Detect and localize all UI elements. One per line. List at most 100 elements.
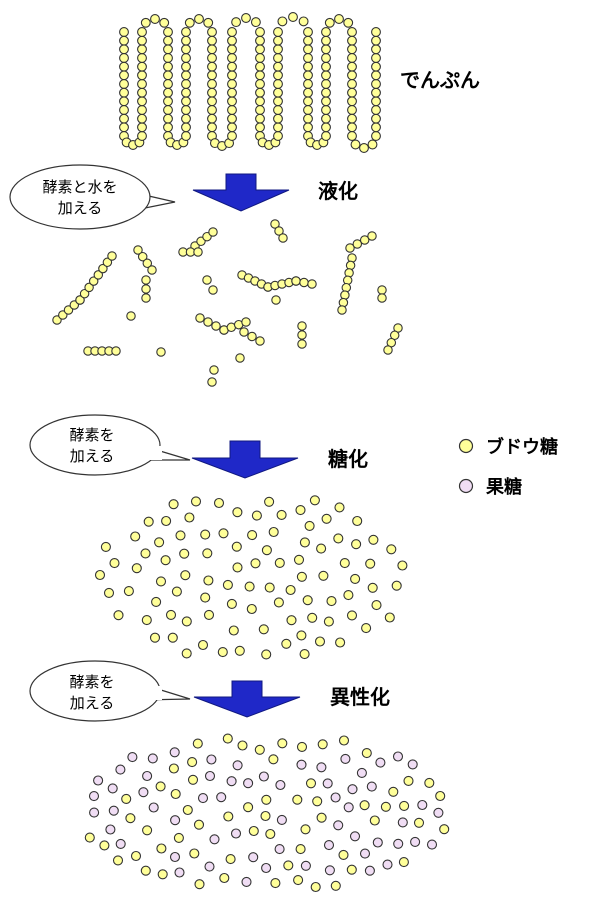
glucose-bead	[303, 105, 313, 115]
glucose-bead	[255, 53, 265, 63]
fructose-molecule	[276, 814, 287, 825]
glucose-molecule	[283, 860, 294, 871]
glucose-bead	[273, 105, 283, 115]
glucose-bead	[352, 239, 363, 249]
bubble-outline-2	[29, 414, 161, 476]
glucose-molecule	[307, 612, 318, 623]
glucose-molecule	[123, 586, 134, 597]
glucose-bead	[141, 275, 151, 285]
glucose-bead	[350, 139, 361, 150]
fructose-molecule	[340, 753, 351, 764]
glucose-bead	[298, 16, 309, 27]
glucose-bead	[163, 79, 173, 89]
glucose-bead	[321, 61, 331, 72]
glucose-bead	[347, 53, 357, 63]
glucose-bead	[270, 219, 280, 229]
glucose-molecule	[435, 790, 446, 802]
glucose-molecule	[264, 496, 275, 507]
glucose-bead	[347, 105, 357, 115]
glucose-molecule	[140, 548, 151, 559]
bubble-2-line-1: 酵素を	[69, 426, 114, 444]
fructose-molecule	[359, 848, 371, 859]
glucose-molecule	[181, 648, 192, 659]
fructose-molecule	[148, 802, 159, 813]
glucose-bead	[119, 44, 129, 55]
glucose-molecule	[155, 576, 167, 587]
glucose-bead	[303, 27, 313, 37]
glucose-bead	[239, 327, 249, 337]
fructose-molecule	[204, 861, 215, 872]
glucose-molecule	[244, 581, 255, 592]
glucose-molecule	[222, 579, 233, 590]
glucose-molecule	[246, 603, 257, 615]
glucose-bead	[321, 79, 331, 89]
glucose-molecule	[232, 507, 243, 518]
glucose-molecule	[130, 531, 141, 542]
process-label-saccharification: 糖化	[328, 447, 368, 471]
glucose-bead	[334, 14, 344, 24]
glucose-molecule	[155, 781, 166, 792]
glucose-molecule	[386, 544, 397, 555]
glucose-bead	[137, 122, 147, 133]
glucose-bead	[273, 113, 283, 124]
glucose-molecule	[192, 738, 203, 749]
legend: ブドウ糖 果糖	[458, 436, 558, 498]
glucose-bead	[119, 87, 129, 98]
glucose-bead	[321, 105, 331, 115]
glucose-molecule	[167, 632, 178, 643]
bubble-3-line-2: 加える	[70, 694, 115, 712]
glucose-bead	[227, 96, 237, 107]
fructose-molecule	[333, 820, 344, 831]
glucose-molecule	[299, 649, 310, 660]
glucose-bead	[271, 295, 281, 305]
fructose-molecule	[316, 762, 327, 773]
fructose-molecule	[410, 836, 421, 847]
glucose-molecule	[226, 598, 237, 609]
fructose-molecule	[169, 851, 181, 863]
fructose-molecule	[174, 867, 185, 878]
glucose-bead	[126, 311, 136, 321]
glucose-bead	[137, 53, 147, 63]
glucose-bead	[288, 12, 298, 22]
glucose-bead	[181, 61, 191, 72]
glucose-bead	[371, 79, 381, 89]
glucose-bead	[347, 70, 357, 81]
glucose-bead	[140, 17, 151, 28]
glucose-molecule	[121, 793, 132, 804]
glucose-bead	[321, 87, 331, 98]
fructose-molecule	[382, 859, 393, 870]
glucose-molecule	[94, 569, 106, 581]
glucose-bead	[303, 96, 313, 107]
glucose-bead	[321, 131, 331, 141]
glucose-molecule	[197, 639, 209, 651]
glucose-bead	[208, 227, 218, 237]
fructose-molecule	[343, 802, 354, 813]
glucose-bead	[133, 245, 143, 255]
glucose-bead	[147, 265, 157, 275]
glucose-molecule	[250, 558, 261, 569]
glucose-bead	[79, 288, 90, 299]
glucose-bead	[181, 96, 191, 107]
fructose-molecule	[323, 840, 335, 851]
glucose-molecule	[189, 848, 200, 859]
glucose-bead	[119, 105, 129, 115]
glucose-molecule	[103, 587, 115, 598]
glucose-bead	[250, 17, 261, 28]
glucose-bead	[163, 105, 173, 115]
glucose-bead	[321, 35, 331, 46]
glucose-bead	[371, 96, 381, 107]
glucose-bead	[371, 44, 381, 55]
glucose-molecule	[265, 828, 276, 840]
glucose-bead	[371, 113, 381, 124]
glucose-bead	[159, 17, 170, 28]
glucose-molecule	[300, 824, 311, 835]
glucose-bead	[207, 377, 217, 387]
fructose-molecule	[89, 807, 100, 818]
glucose-molecule	[403, 775, 414, 786]
dextrin-fragments	[52, 219, 403, 387]
glucose-molecule	[380, 801, 391, 812]
fructose-molecule	[258, 771, 269, 782]
glucose-molecule	[424, 777, 435, 788]
glucose-molecule	[141, 615, 152, 626]
fructose-molecule	[93, 775, 104, 786]
